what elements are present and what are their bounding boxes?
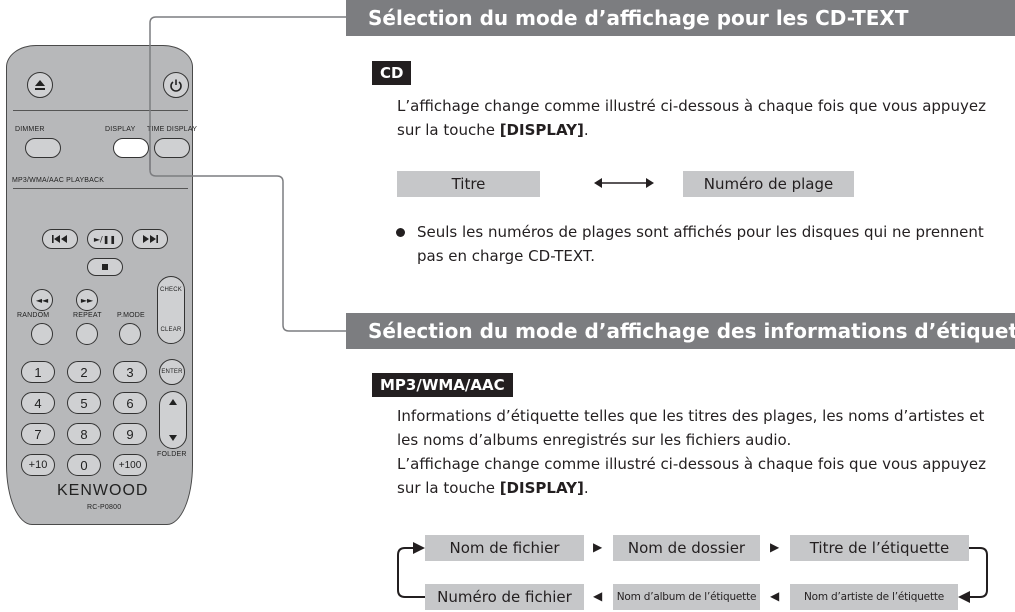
cd-description-text: L’affichage change comme illustré ci-des…: [397, 97, 986, 139]
random-button: [31, 323, 53, 345]
playback-label: MP3/WMA/AAC PLAYBACK: [12, 177, 105, 184]
stop-icon: [102, 264, 108, 270]
folder-down-icon: [169, 435, 177, 441]
display-key-reference-2: [DISPLAY]: [499, 479, 584, 497]
key-2: 2: [67, 361, 101, 383]
folder-up-icon: [169, 399, 177, 405]
enter-label: ENTER: [161, 369, 183, 375]
key-9: 9: [113, 423, 147, 445]
arrow-left-icon: ◀: [593, 589, 603, 603]
enter-button: ENTER: [159, 359, 185, 385]
rewind-icon: ◄◄: [35, 295, 49, 305]
eject-button: [27, 72, 53, 98]
folder-button: [159, 391, 187, 449]
next-button: [132, 229, 168, 249]
key-1: 1: [21, 361, 55, 383]
skip-back-icon: [52, 235, 67, 243]
clear-label: CLEAR: [160, 327, 182, 333]
repeat-label: REPEAT: [73, 312, 102, 319]
model-label: RC-P0800: [87, 504, 122, 511]
cd-tag: CD: [372, 61, 412, 85]
section-title-cd-text: Sélection du mode d’affichage pour les C…: [346, 0, 1015, 36]
key-5: 5: [67, 392, 101, 414]
tag-display-description: L’affichage change comme illustré ci-des…: [397, 455, 986, 497]
fastforward-icon: ►►: [80, 295, 94, 305]
flow-item-album-name: Nom d’album de l’étiquette: [613, 584, 760, 610]
key-0: 0: [67, 454, 101, 476]
flow-item-file-name: Nom de fichier: [425, 535, 584, 561]
time-display-button: [154, 138, 190, 158]
fastforward-button: ►►: [76, 289, 98, 311]
flow-item-title: Titre: [397, 171, 540, 197]
tag-info-description: Informations d’étiquette telles que les …: [397, 407, 985, 449]
rewind-button: ◄◄: [31, 289, 53, 311]
display-label: DISPLAY: [105, 126, 136, 133]
pmode-label: P.MODE: [117, 312, 145, 319]
flow-item-tag-title: Titre de l’étiquette: [790, 535, 969, 561]
play-pause-button: ►/❚❚: [87, 229, 123, 249]
display-button: [113, 138, 149, 158]
play-pause-icon: ►/❚❚: [93, 234, 117, 244]
key-4: 4: [21, 392, 55, 414]
key-plus10: +10: [21, 454, 55, 476]
key-6: 6: [113, 392, 147, 414]
remote-control-illustration: DIMMER DISPLAY TIME DISPLAY MP3/WMA/AAC …: [6, 45, 197, 525]
repeat-button: [76, 323, 98, 345]
key-3: 3: [113, 361, 147, 383]
prev-button: [42, 229, 78, 249]
stop-button: [87, 258, 123, 276]
flow-item-artist-name: Nom d’artiste de l’étiquette: [790, 584, 958, 610]
folder-label: FOLDER: [157, 451, 187, 458]
key-7: 7: [21, 423, 55, 445]
flow-item-file-number: Numéro de fichier: [425, 584, 584, 610]
key-8: 8: [67, 423, 101, 445]
power-button: [163, 72, 189, 98]
flow-item-folder-name: Nom de dossier: [613, 535, 760, 561]
brand-logo: KENWOOD: [57, 482, 149, 499]
time-display-label: TIME DISPLAY: [147, 126, 198, 133]
power-icon: [170, 79, 182, 92]
section-title-tag-info: Sélection du mode d’affichage des inform…: [346, 313, 1015, 349]
check-clear-button: CHECK CLEAR: [157, 276, 185, 344]
pmode-button: [119, 323, 141, 345]
arrow-left-icon: ◀: [770, 589, 780, 603]
key-plus100: +100: [113, 454, 147, 476]
mp3-wma-aac-tag: MP3/WMA/AAC: [372, 373, 513, 397]
double-arrow-icon: [594, 178, 654, 188]
flow-item-track-number: Numéro de plage: [683, 171, 854, 197]
cd-description: L’affichage change comme illustré ci-des…: [397, 97, 986, 139]
skip-forward-icon: [143, 235, 158, 243]
bullet-icon: [396, 228, 405, 237]
check-label: CHECK: [159, 287, 182, 293]
dimmer-button: [25, 138, 61, 158]
dimmer-label: DIMMER: [15, 126, 45, 133]
random-label: RANDOM: [17, 312, 50, 319]
arrow-right-icon: ▶: [593, 540, 603, 554]
eject-icon: [35, 80, 45, 90]
display-key-reference: [DISPLAY]: [499, 121, 584, 139]
arrow-right-icon: ▶: [770, 540, 780, 554]
cd-text-note: Seuls les numéros de plages sont affiché…: [417, 223, 984, 265]
